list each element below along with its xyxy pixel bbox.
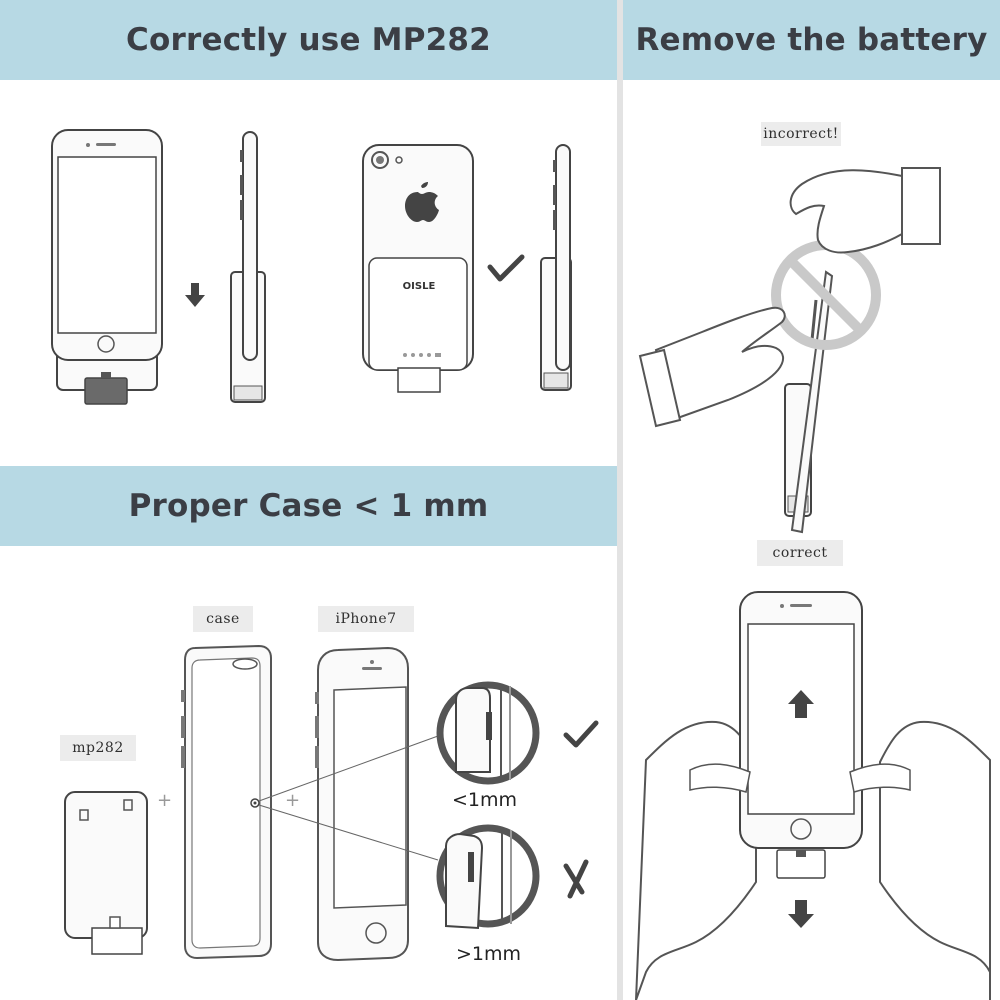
zoom-circle-over-1mm bbox=[436, 824, 540, 930]
measure-under-1mm: <1mm bbox=[452, 789, 518, 811]
case-illustration bbox=[181, 644, 272, 960]
plus-sign: + bbox=[157, 790, 173, 811]
section-divider bbox=[617, 0, 623, 1000]
iphone7-illustration bbox=[315, 646, 409, 962]
tag-incorrect: incorrect! bbox=[761, 122, 841, 146]
banner-correct-use: Correctly use MP282 bbox=[0, 0, 617, 80]
banner-title: Proper Case < 1 mm bbox=[128, 488, 489, 524]
tag-correct: correct bbox=[757, 540, 843, 566]
tag-iphone7: iPhone7 bbox=[318, 606, 414, 632]
phone-front-illustration bbox=[51, 129, 163, 405]
incorrect-removal-illustration bbox=[638, 167, 941, 534]
phone-side-illustration bbox=[540, 144, 572, 391]
mp282-battery-illustration bbox=[64, 791, 148, 955]
measure-over-1mm: >1mm bbox=[456, 943, 522, 965]
checkmark-icon bbox=[487, 254, 525, 282]
plus-sign: + bbox=[285, 790, 301, 811]
banner-remove-battery: Remove the battery bbox=[623, 0, 1000, 80]
zoom-circle-under-1mm bbox=[436, 681, 540, 785]
banner-title: Correctly use MP282 bbox=[126, 22, 491, 58]
cross-icon bbox=[563, 859, 589, 899]
zoom-callout-lines bbox=[258, 735, 439, 861]
svg-text:OISLE: OISLE bbox=[403, 281, 436, 292]
tag-mp282: mp282 bbox=[60, 735, 136, 761]
down-arrow-icon bbox=[185, 283, 205, 307]
banner-title: Remove the battery bbox=[635, 22, 988, 58]
phone-back-illustration: OISLE bbox=[362, 144, 474, 393]
banner-proper-case: Proper Case < 1 mm bbox=[0, 466, 617, 546]
checkmark-icon bbox=[563, 720, 599, 748]
correct-removal-illustration bbox=[635, 591, 991, 1000]
tag-case: case bbox=[193, 606, 253, 632]
phone-side-illustration bbox=[230, 131, 266, 403]
